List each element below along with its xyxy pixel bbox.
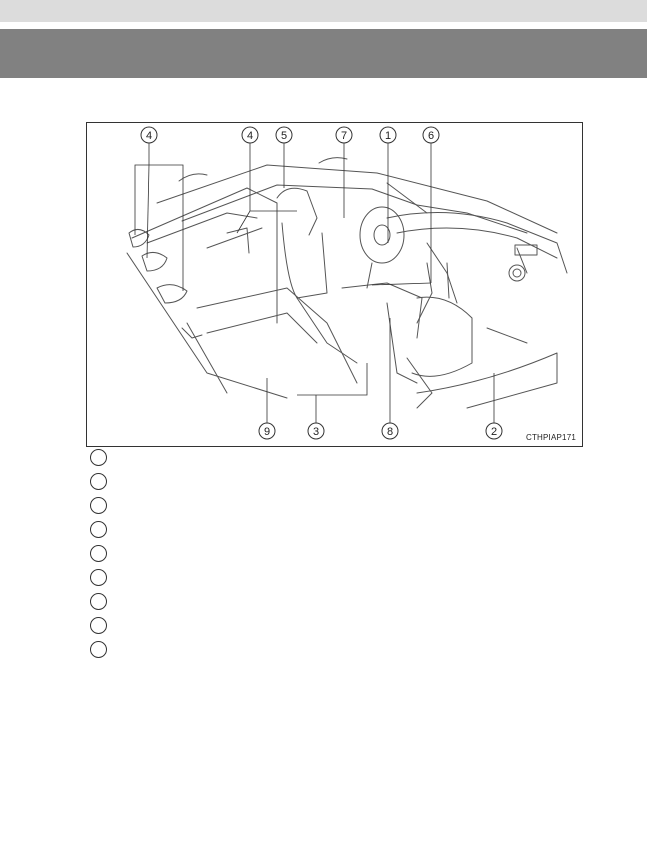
legend-number-circle [90,497,107,514]
section-header-band [0,29,647,78]
callout-2: 2 [485,422,503,440]
legend-number-circle [90,545,107,562]
legend-number-circle [90,569,107,586]
callout-label: 8 [387,426,393,438]
legend-number-circle [90,473,107,490]
legend-number-circle [90,449,107,466]
callout-label: 5 [281,130,287,142]
callout-8: 8 [381,422,399,440]
legend-item [90,641,108,659]
legend-number-circle [90,617,107,634]
callout-label: 4 [247,130,253,142]
legend-number-circle [90,641,107,658]
callout-label: 7 [341,130,347,142]
legend-item [90,569,108,587]
callout-4-left: 4 [140,126,158,144]
legend-item [90,545,108,563]
legend-item [90,449,108,467]
interior-illustration: 4 4 5 7 1 6 9 [86,122,583,447]
figure-code: CTHPIAP171 [525,433,576,442]
legend-number-circle [90,521,107,538]
callout-1: 1 [379,126,397,144]
legend-item [90,473,108,491]
legend-item [90,521,108,539]
car-interior-drawing: 4 4 5 7 1 6 9 [126,126,568,440]
callout-label: 2 [491,426,497,438]
legend-item [90,593,108,611]
callout-4-center: 4 [241,126,259,144]
legend-item [90,617,108,635]
callout-3: 3 [307,422,325,440]
callout-6: 6 [422,126,440,144]
callout-5: 5 [275,126,293,144]
callout-label: 4 [146,130,152,142]
callout-label: 1 [385,130,391,142]
legend-number-circle [90,593,107,610]
callout-label: 9 [264,426,270,438]
callout-7: 7 [335,126,353,144]
callout-markers: 4 4 5 7 1 6 9 [140,126,503,440]
callout-9: 9 [258,422,276,440]
callout-label: 6 [428,130,434,142]
legend-item [90,497,108,515]
callout-label: 3 [313,426,319,438]
top-strip [0,0,647,22]
